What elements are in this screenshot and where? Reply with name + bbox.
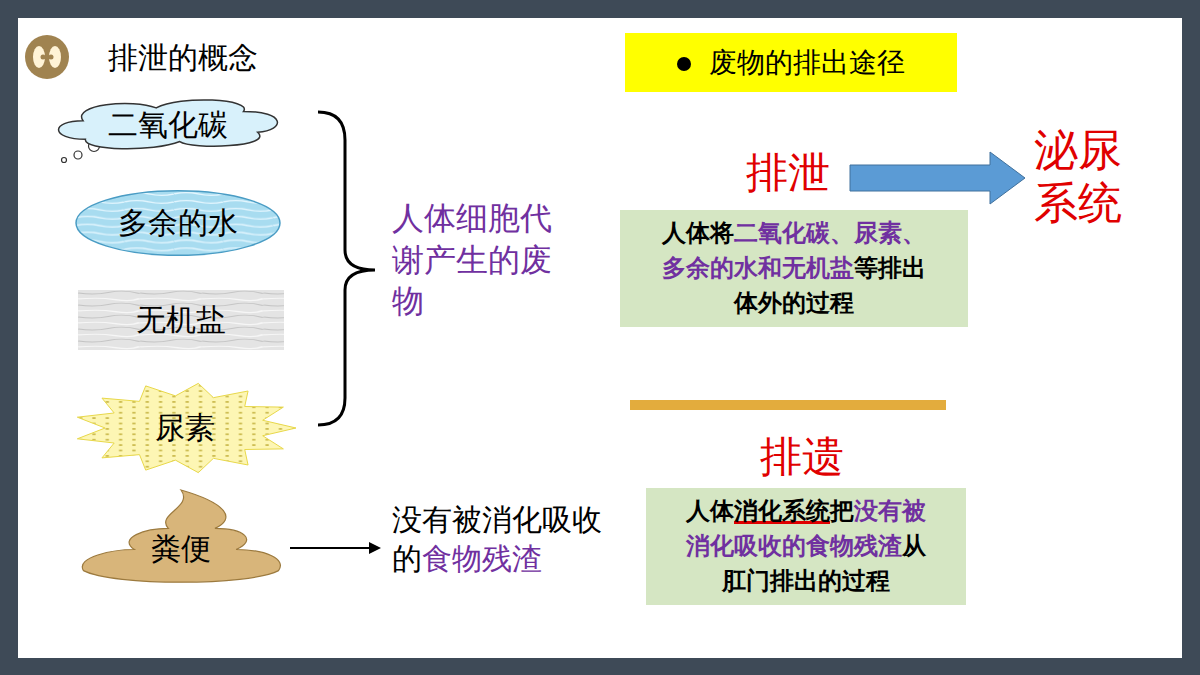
term-label: 排泄: [746, 148, 830, 197]
text-block: 人体将二氧化碳、尿素、多余的水和无机盐等排出体外的过程: [658, 216, 930, 320]
slide-title: 排泄的概念: [108, 38, 258, 79]
residue-arrow: [290, 542, 381, 554]
node-text: 尿素: [155, 410, 215, 445]
node-text: 粪便: [151, 531, 211, 566]
node-text: 消化系统: [734, 497, 830, 525]
text-block: 粪便: [151, 530, 211, 568]
cloud-box: 二氧化碳: [50, 94, 286, 152]
text-block: 人体消化系统把没有被消化吸收的食物残渣从肛门排出的过程: [676, 494, 936, 598]
node-text: 人体将: [662, 219, 734, 247]
text-block: 废物的排出途径: [677, 45, 905, 80]
text-block: 尿素: [155, 409, 215, 447]
blue-arrow: [850, 152, 1025, 204]
definition-box: 人体消化系统把没有被消化吸收的食物残渣从肛门排出的过程: [646, 488, 966, 605]
salt-box: 无机盐: [78, 290, 284, 350]
feces-shape: 粪便: [75, 490, 287, 586]
brace-label: 人体细胞代谢产生的废物: [392, 199, 552, 320]
node-text: 把: [830, 497, 854, 525]
text-block: 无机盐: [136, 301, 226, 339]
node-text: 废物的排出途径: [709, 46, 905, 79]
residue-label: 食物残渣: [422, 541, 542, 576]
term-label-group: 排遗: [760, 432, 844, 482]
kidney-icon: [25, 35, 69, 79]
residue-label-group: 没有被消化吸收的食物残渣: [392, 500, 604, 578]
node-text: 多余的水: [118, 205, 238, 240]
text-block: 多余的水: [118, 204, 238, 242]
node-text: 无机盐: [136, 302, 226, 337]
heading-band: 废物的排出途径: [625, 33, 957, 92]
term-label-group: 排泄: [746, 148, 830, 198]
system-label-group: 泌尿系统: [1034, 124, 1128, 230]
water-ellipse: 多余的水: [75, 190, 281, 256]
text-block: 二氧化碳: [108, 106, 228, 144]
curly-brace: [318, 112, 375, 425]
urea-starburst: 尿素: [74, 383, 296, 473]
term-label: 排遗: [760, 432, 844, 481]
node-text: 二氧化碳: [108, 107, 228, 142]
divider-line: [630, 400, 946, 410]
brace-label-group: 人体细胞代谢产生的废物: [392, 198, 570, 323]
node-text: 人体: [686, 497, 734, 525]
definition-box: 人体将二氧化碳、尿素、多余的水和无机盐等排出体外的过程: [620, 210, 968, 327]
system-label: 泌尿系统: [1034, 124, 1122, 228]
bullet-dot: [677, 57, 691, 71]
